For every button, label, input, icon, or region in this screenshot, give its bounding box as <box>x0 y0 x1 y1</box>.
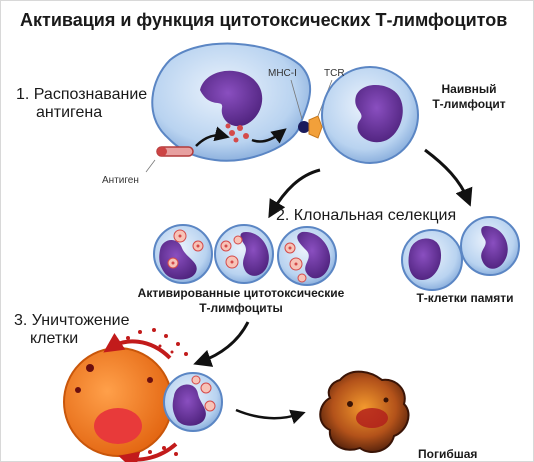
memory-t-cell <box>401 229 463 291</box>
step-recognition-line2: антигена <box>36 104 103 121</box>
label-dying: Погибшая <box>418 447 478 461</box>
target-cell <box>63 347 173 457</box>
activated-t-cell <box>214 224 274 284</box>
antigen-presenting-cell <box>151 42 311 162</box>
selection-arrow-right <box>424 148 473 207</box>
label-activated-line1: Активированные цитотоксические <box>137 286 345 300</box>
mhc-tcr-contact <box>290 79 333 139</box>
label-antigen: Антиген <box>102 175 139 186</box>
label-naive-line1: Наивный <box>441 82 497 96</box>
granule-release <box>103 328 188 462</box>
step-destruction-line2: клетки <box>30 330 79 347</box>
step-recognition-line1: 1. Распознавание <box>16 86 148 103</box>
dying-cell <box>319 370 410 453</box>
label-tcr: TCR <box>324 68 345 79</box>
step-selection: 2. Клональная селекция <box>276 207 457 224</box>
activated-t-cell <box>153 224 213 284</box>
selection-arrow-left <box>268 168 321 219</box>
activated-t-cells <box>153 224 337 286</box>
attacking-t-cell <box>163 372 223 432</box>
page-title: Активация и функция цитотоксических Т-ли… <box>20 10 508 30</box>
activation-to-killing-arrow <box>193 321 250 367</box>
naive-t-cell <box>321 66 419 164</box>
label-mhc: MHC-I <box>268 68 297 79</box>
memory-t-cell <box>460 216 520 276</box>
label-naive-line2: Т-лимфоцит <box>432 97 506 111</box>
activated-t-cell <box>277 226 337 286</box>
label-activated-line2: Т-лимфоциты <box>199 301 283 315</box>
killing-arrow <box>235 408 306 424</box>
step-destruction-line1: 3. Уничтожение <box>14 312 130 329</box>
label-memory: Т-клетки памяти <box>416 291 514 305</box>
processed-antigen-fragments <box>225 123 249 143</box>
antigen-rod <box>145 146 194 173</box>
memory-t-cells <box>401 216 520 291</box>
